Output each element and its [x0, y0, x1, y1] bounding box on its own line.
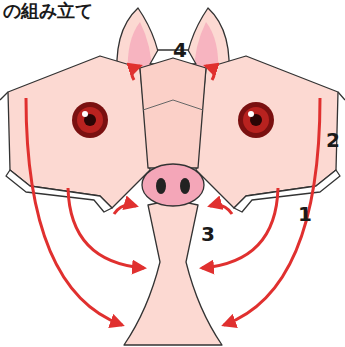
head-panels: [0, 56, 345, 212]
callout-number: 4: [173, 40, 187, 60]
callout-number: 3: [201, 224, 215, 244]
snout: [142, 164, 204, 206]
assembly-arrows: [26, 66, 320, 325]
eyes: [72, 102, 274, 138]
callout-number: 1: [298, 204, 312, 224]
chin-piece: [124, 202, 222, 346]
callout-number: 2: [326, 130, 340, 150]
title: の組み立て: [3, 2, 93, 20]
